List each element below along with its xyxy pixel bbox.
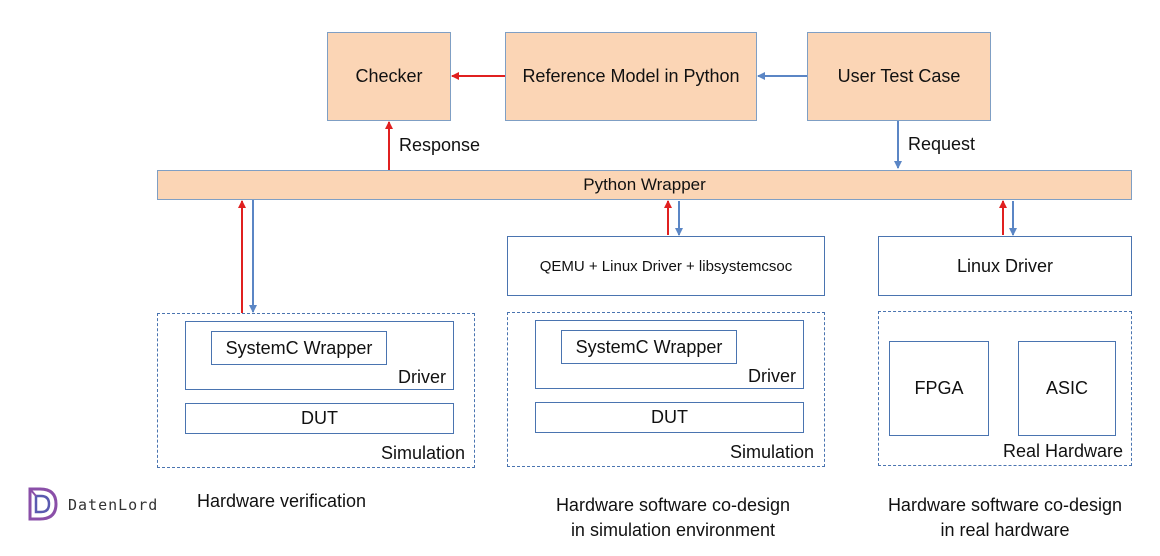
connector-arrows (0, 0, 1160, 556)
